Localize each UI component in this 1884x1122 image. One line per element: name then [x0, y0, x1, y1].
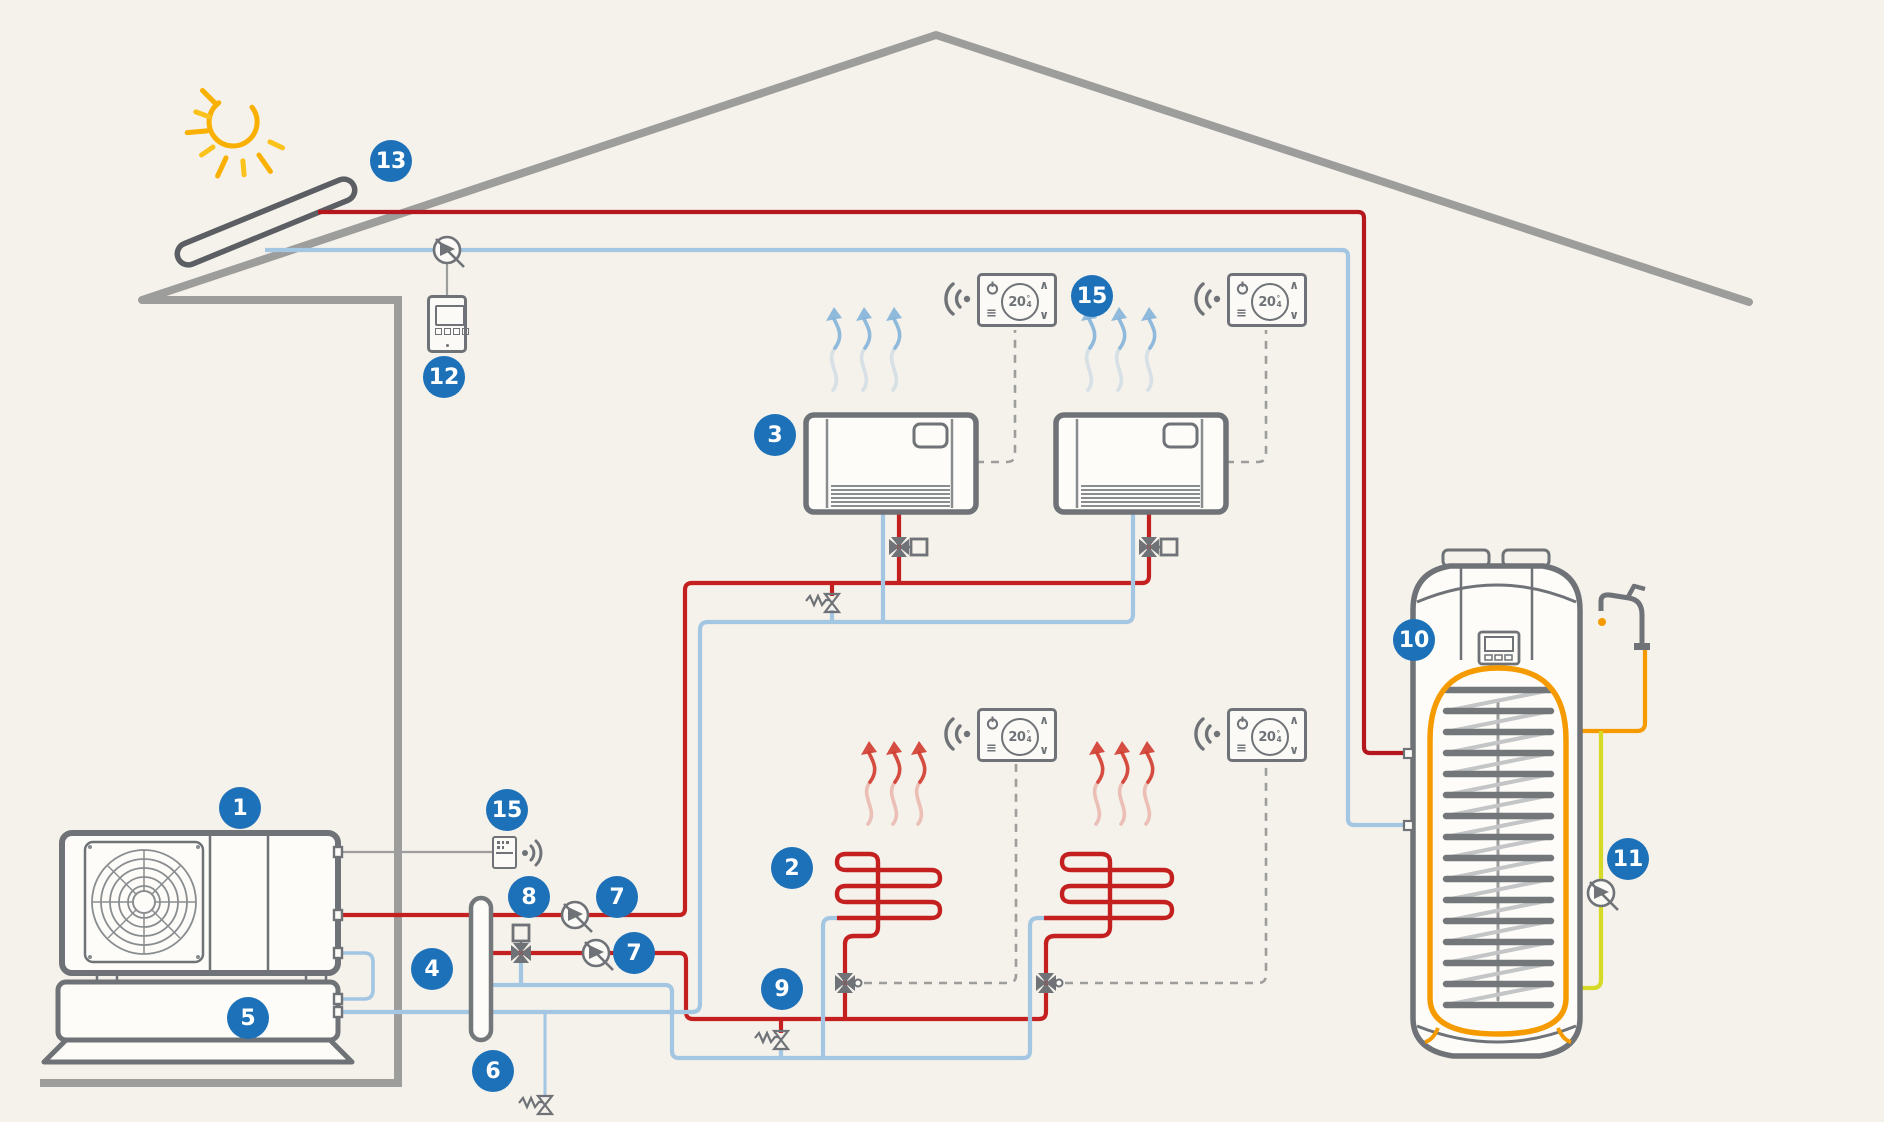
- temperature-dial[interactable]: 20 °4: [1001, 718, 1039, 756]
- underfloor-loop-1: [834, 851, 943, 945]
- pump-icon: [581, 938, 615, 972]
- zone-valve-icon: [1036, 973, 1064, 993]
- badge-3-fan-coil-unit: 3: [754, 414, 796, 456]
- temp-up-button[interactable]: ∧: [1039, 278, 1049, 292]
- badge-1-heat-pump-outdoor-unit: 1: [219, 787, 261, 829]
- fancoil-blue-return: [342, 512, 1136, 1015]
- controller-screen: [435, 305, 465, 326]
- solar-controller: [427, 295, 469, 353]
- solar-pipes: [265, 209, 1410, 828]
- menu-button[interactable]: ≡: [1236, 741, 1247, 756]
- tank-heat-exchanger-coil: [1442, 686, 1555, 1009]
- heat-pump-base-module: [41, 979, 355, 1065]
- wireless-signal-icon: [944, 717, 971, 751]
- tank-display: [1477, 630, 1521, 666]
- bypass-valve-icon: [753, 1029, 790, 1051]
- faucet-icon: [1598, 583, 1650, 650]
- fan-icon: [88, 845, 200, 959]
- solar-flow-pipe: [318, 209, 1410, 756]
- badge-11-dhw-circulation-line: 11: [1607, 838, 1649, 880]
- fan-coil-unit-2: [1056, 415, 1226, 512]
- power-icon[interactable]: [1236, 716, 1249, 730]
- zone-valve-icon: [1139, 537, 1179, 557]
- wireless-signal-icon: [944, 282, 971, 316]
- thermostat-body: ∧ ≡ ∨ 20 °4: [977, 273, 1057, 327]
- power-icon[interactable]: [1236, 281, 1249, 295]
- circulation-pipe: [1568, 731, 1604, 991]
- hp-ports: [332, 845, 344, 1019]
- temp-down-button[interactable]: ∨: [1289, 308, 1299, 322]
- wireless-signal-icon: [1194, 282, 1221, 316]
- hp-base-loop: [343, 951, 375, 1001]
- temperature-dial[interactable]: 20 °4: [1251, 718, 1289, 756]
- badge-6-manifold-bottom: 6: [472, 1050, 514, 1092]
- thermostat-body: ∧ ≡ ∨ 20 °4: [1227, 273, 1307, 327]
- badge-8-circuit-1-fitting: 8: [508, 876, 550, 918]
- solar-collector-icon: [174, 176, 358, 268]
- menu-button[interactable]: ≡: [1236, 306, 1247, 321]
- pump-icon: [560, 900, 594, 934]
- menu-button[interactable]: ≡: [986, 306, 997, 321]
- thermostat-body: ∧ ≡ ∨ 20 °4: [977, 708, 1057, 762]
- sun-icon: [184, 88, 286, 179]
- bypass-valve-icon: [804, 592, 841, 614]
- power-icon[interactable]: [986, 281, 999, 295]
- tank-inner-vessel: [1427, 665, 1569, 1037]
- temp-up-button[interactable]: ∧: [1039, 713, 1049, 727]
- hydraulic-manifold: [468, 895, 494, 1043]
- temperature-dial[interactable]: 20 °4: [1251, 283, 1289, 321]
- thermostat-body: ∧ ≡ ∨ 20 °4: [1227, 708, 1307, 762]
- bypass-valve-icon: [517, 1094, 554, 1116]
- base-plinth: [41, 1037, 355, 1065]
- menu-button[interactable]: ≡: [986, 741, 997, 756]
- badge-2-underfloor-heating-loop: 2: [771, 847, 813, 889]
- power-icon[interactable]: [986, 716, 999, 730]
- temp-up-button[interactable]: ∧: [1289, 713, 1299, 727]
- dhw-pipes: [1566, 650, 1648, 991]
- dhw-tank: [1402, 548, 1583, 1059]
- temp-down-button[interactable]: ∨: [1039, 743, 1049, 757]
- wireless-signal-icon: [522, 839, 543, 867]
- control-lines: [864, 330, 1268, 985]
- valves-and-pumps: [432, 235, 1620, 1116]
- temperature-dial[interactable]: 20 °4: [1001, 283, 1039, 321]
- hot-water-pipe: [1566, 650, 1648, 734]
- fan-coil-unit-1: [806, 415, 976, 512]
- badge-13-solar-collector: 13: [370, 140, 412, 182]
- badge-7-circulation-pump-circuit-1: 7: [596, 876, 638, 918]
- badge-7-circulation-pump-circuit-2: 7: [613, 932, 655, 974]
- wireless-receiver: [492, 836, 517, 869]
- badge-12-solar-controller: 12: [423, 356, 465, 398]
- solar-pump-icon: [432, 235, 466, 269]
- zone-valve-icon: [889, 537, 929, 557]
- heat-pump-outdoor-unit: [59, 830, 341, 984]
- solar-return-pipe: [265, 247, 1410, 828]
- mixing-valve-icon: [511, 923, 531, 963]
- badge-15-room-thermostat: 15: [1071, 275, 1113, 317]
- temp-up-button[interactable]: ∧: [1289, 278, 1299, 292]
- wireless-signal-icon: [1194, 717, 1221, 751]
- underfloor-loop-2: [1043, 851, 1175, 945]
- badge-10-dhw-tank: 10: [1393, 619, 1435, 661]
- floor-blue-return: [481, 915, 1044, 1096]
- dhw-pump-icon: [1586, 878, 1620, 912]
- controller-buttons: [435, 328, 469, 335]
- badge-4-hydraulic-manifold: 4: [411, 948, 453, 990]
- badge-9-floor-heating-circuit: 9: [761, 968, 803, 1010]
- temp-down-button[interactable]: ∨: [1039, 308, 1049, 322]
- badge-5-heat-pump-base-module: 5: [227, 997, 269, 1039]
- zone-valve-icon: [835, 973, 863, 993]
- wall-floor-line: [40, 296, 402, 1087]
- water-drop-icon: [1598, 618, 1606, 626]
- temp-down-button[interactable]: ∨: [1289, 743, 1299, 757]
- badge-15-wireless-receiver: 15: [486, 789, 528, 831]
